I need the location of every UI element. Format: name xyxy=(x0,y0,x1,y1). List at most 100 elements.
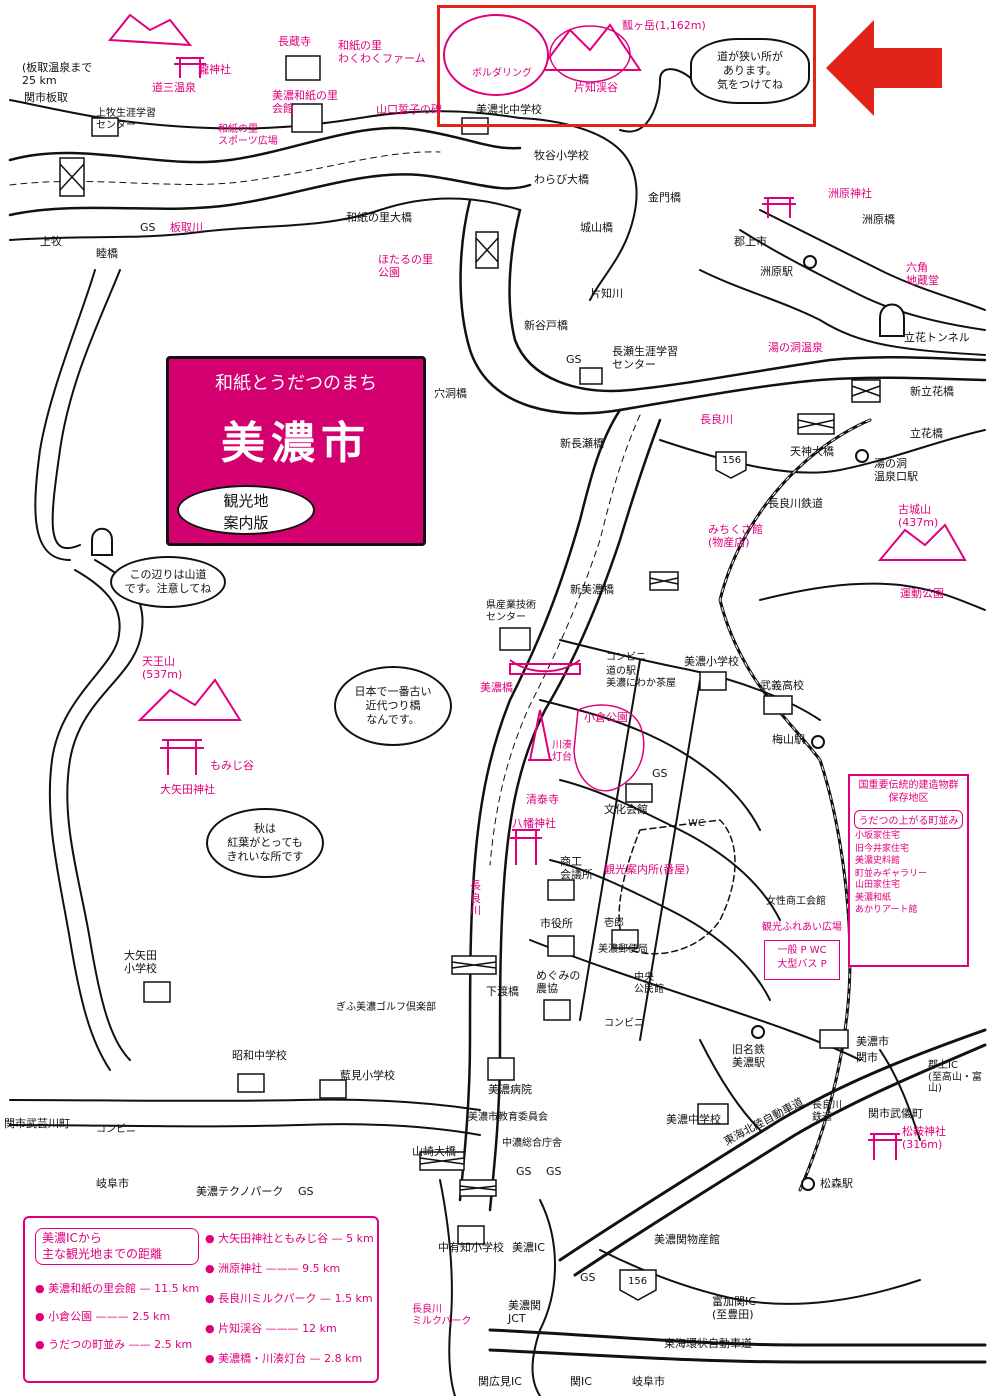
label-kyu-meisen: 旧名鉄 美濃駅 xyxy=(732,1043,765,1069)
label-bunka-kaikan: 文化会館 xyxy=(604,803,648,816)
station-icon xyxy=(855,449,869,463)
title-main: 美濃市 xyxy=(221,418,371,469)
label-matsumori-jinja: 松鞍神社 (316m) xyxy=(902,1125,946,1151)
label-tenjin-bridge: 天神大橋 xyxy=(790,445,834,458)
label-yamasaki-bridge: 山崎大橋 xyxy=(412,1145,456,1158)
label-route156: 156 xyxy=(722,455,742,466)
ogura-park-area xyxy=(573,704,645,792)
lighthouse-icon xyxy=(528,709,552,761)
bridge-icon xyxy=(459,1179,497,1197)
label-conv1: コンビニ xyxy=(606,652,646,663)
bridge-icon xyxy=(419,1151,465,1171)
label-tokai-kanjo: 東海環状自動車道 xyxy=(664,1337,752,1350)
label-shin-nagase: 新長瀬橋 xyxy=(560,437,604,450)
label-taki-jinja: 瀧神社 xyxy=(198,63,231,76)
label-mino-yubinkyoku: 美濃郵便局 xyxy=(598,944,648,955)
label-chuno-sogo: 中濃総合庁舎 xyxy=(502,1138,562,1149)
label-momijidani: もみじ谷 xyxy=(210,759,254,772)
building-icon xyxy=(457,1225,485,1245)
label-shiroyama-bridge: 城山橋 xyxy=(580,221,613,234)
building-icon xyxy=(697,1103,729,1125)
label-gs2: GS xyxy=(566,353,582,366)
udatsu-row-label: うだつの上がる町並み xyxy=(854,810,963,829)
label-katachi-river: 片知川 xyxy=(590,287,623,300)
label-yunohora-onsen: 湯の洞温泉 xyxy=(768,341,823,354)
distance-table: 美濃ICから 主な観光地までの距離 ● 美濃和紙の里会館 — 11.5 km ●… xyxy=(23,1216,379,1383)
label-mino-byoin: 美濃病院 xyxy=(488,1083,532,1096)
label-conv3: コンビニ xyxy=(96,1124,136,1135)
label-ichiko: 壱郎 xyxy=(604,918,624,929)
station-icon xyxy=(751,1025,765,1039)
label-mino-seki-jct: 美濃関 JCT xyxy=(508,1299,541,1325)
distance-row: ● 片知渓谷 ——— 12 km xyxy=(205,1322,337,1335)
label-makitani-es: 牧谷小学校 xyxy=(534,149,589,162)
title-oval: 観光地 案内版 xyxy=(177,485,315,535)
mountain-icon xyxy=(108,13,967,721)
label-gs1: GS xyxy=(140,221,156,234)
label-route156b: 156 xyxy=(628,1276,648,1287)
building-icon xyxy=(319,1079,347,1099)
mino-bridge-icon xyxy=(509,659,581,675)
label-shiyakusho: 市役所 xyxy=(540,917,573,930)
label-kensangyo: 県産業技術 センター xyxy=(486,600,536,623)
distance-row: ● 美濃橋・川湊灯台 — 2.8 km xyxy=(205,1352,363,1365)
route-shield-icon xyxy=(619,1269,657,1301)
shrine-icon xyxy=(174,57,206,78)
label-milk-park: 長良川 ミルクパーク xyxy=(412,1304,472,1327)
tunnel-icon xyxy=(91,527,113,556)
building-icon xyxy=(143,981,171,1003)
label-conv2: コンビニ xyxy=(604,1018,644,1029)
label-kinmon-bridge: 金門橋 xyxy=(648,191,681,204)
label-anahora-bridge: 穴洞橋 xyxy=(434,387,467,400)
label-mino-es: 美濃小学校 xyxy=(684,655,739,668)
label-gifu-city2: 岐阜市 xyxy=(632,1375,665,1388)
building-icon xyxy=(291,103,323,133)
label-kyoiku-iinkai: 美濃市教育委員会 xyxy=(468,1112,548,1123)
distance-row: ● うだつの町並み —— 2.5 km xyxy=(35,1338,193,1351)
label-shimowatari: 下渡橋 xyxy=(486,985,519,998)
title-subtitle: 和紙とうだつのまち xyxy=(215,373,377,394)
label-mino-kanto: 美濃関物産館 xyxy=(654,1233,720,1246)
autumn-leaves-callout: 秋は 紅葉がとっても きれいな所です xyxy=(206,808,324,878)
label-kamimaki: 上牧 xyxy=(40,235,62,248)
building-icon xyxy=(543,999,571,1021)
label-seki-hiromi-ic: 関広見IC xyxy=(478,1375,522,1388)
building-icon xyxy=(763,695,793,715)
building-icon xyxy=(611,929,639,949)
label-gujo-city: 郡上市 xyxy=(734,235,767,248)
label-wc1: WC xyxy=(688,818,705,829)
label-mino-jhs: 美濃中学校 xyxy=(666,1113,721,1126)
building-icon xyxy=(237,1073,265,1093)
label-washi-ohashi: 和紙の里大橋 xyxy=(346,211,412,224)
label-chozoji: 長蔵寺 xyxy=(278,35,311,48)
label-megumi-kyokai: めぐみの 農協 xyxy=(536,969,581,995)
distance-header: 美濃ICから 主な観光地までの距離 xyxy=(35,1228,199,1266)
label-umeyama-sta: 梅山駅 xyxy=(772,733,805,746)
label-gs3: GS xyxy=(652,767,668,780)
label-oyada-jinja: 大矢田神社 xyxy=(160,783,215,796)
label-michikusa: みちくさ館 (物産店) xyxy=(708,523,763,549)
shrine-icon xyxy=(160,739,204,775)
heritage-item: 旧今井家住宅 美濃史料館 xyxy=(855,844,910,866)
label-gifu-city: 岐阜市 xyxy=(96,1177,129,1190)
label-kanko-annai: 観光案内所(番屋) xyxy=(604,863,690,876)
label-kojoyama: 古城山 (437m) xyxy=(898,503,939,529)
label-tachibana-tunnel: 立花トンネル xyxy=(904,331,970,344)
label-tomika-ic: 富加関IC (至豊田) xyxy=(712,1295,756,1321)
building-icon xyxy=(547,935,575,957)
parking-legend: 一般 P WC 大型バス P xyxy=(764,940,840,980)
heritage-item: 町並みギャラリー 山田家住宅 xyxy=(855,868,928,890)
label-fureai-hiroba: 観光ふれあい広場 xyxy=(762,922,842,933)
shrine-icon xyxy=(868,1133,902,1160)
label-josei-shoko: 女性商工会館 xyxy=(766,896,826,907)
label-seki-ic: 関IC xyxy=(570,1375,592,1388)
route-shield-icon xyxy=(715,451,747,479)
distance-row: ● 大矢田神社ともみじ谷 — 5 km xyxy=(205,1232,374,1245)
label-kawaminato: 川湊 灯台 xyxy=(552,740,572,763)
label-itadori-river: 板取川 xyxy=(170,221,203,234)
label-ogura-park: 小倉公園 xyxy=(584,711,628,724)
building-icon xyxy=(579,367,603,385)
building-icon xyxy=(699,671,727,691)
label-nagase-center: 長瀬生涯学習 センター xyxy=(612,345,678,371)
building-icon xyxy=(625,783,653,803)
